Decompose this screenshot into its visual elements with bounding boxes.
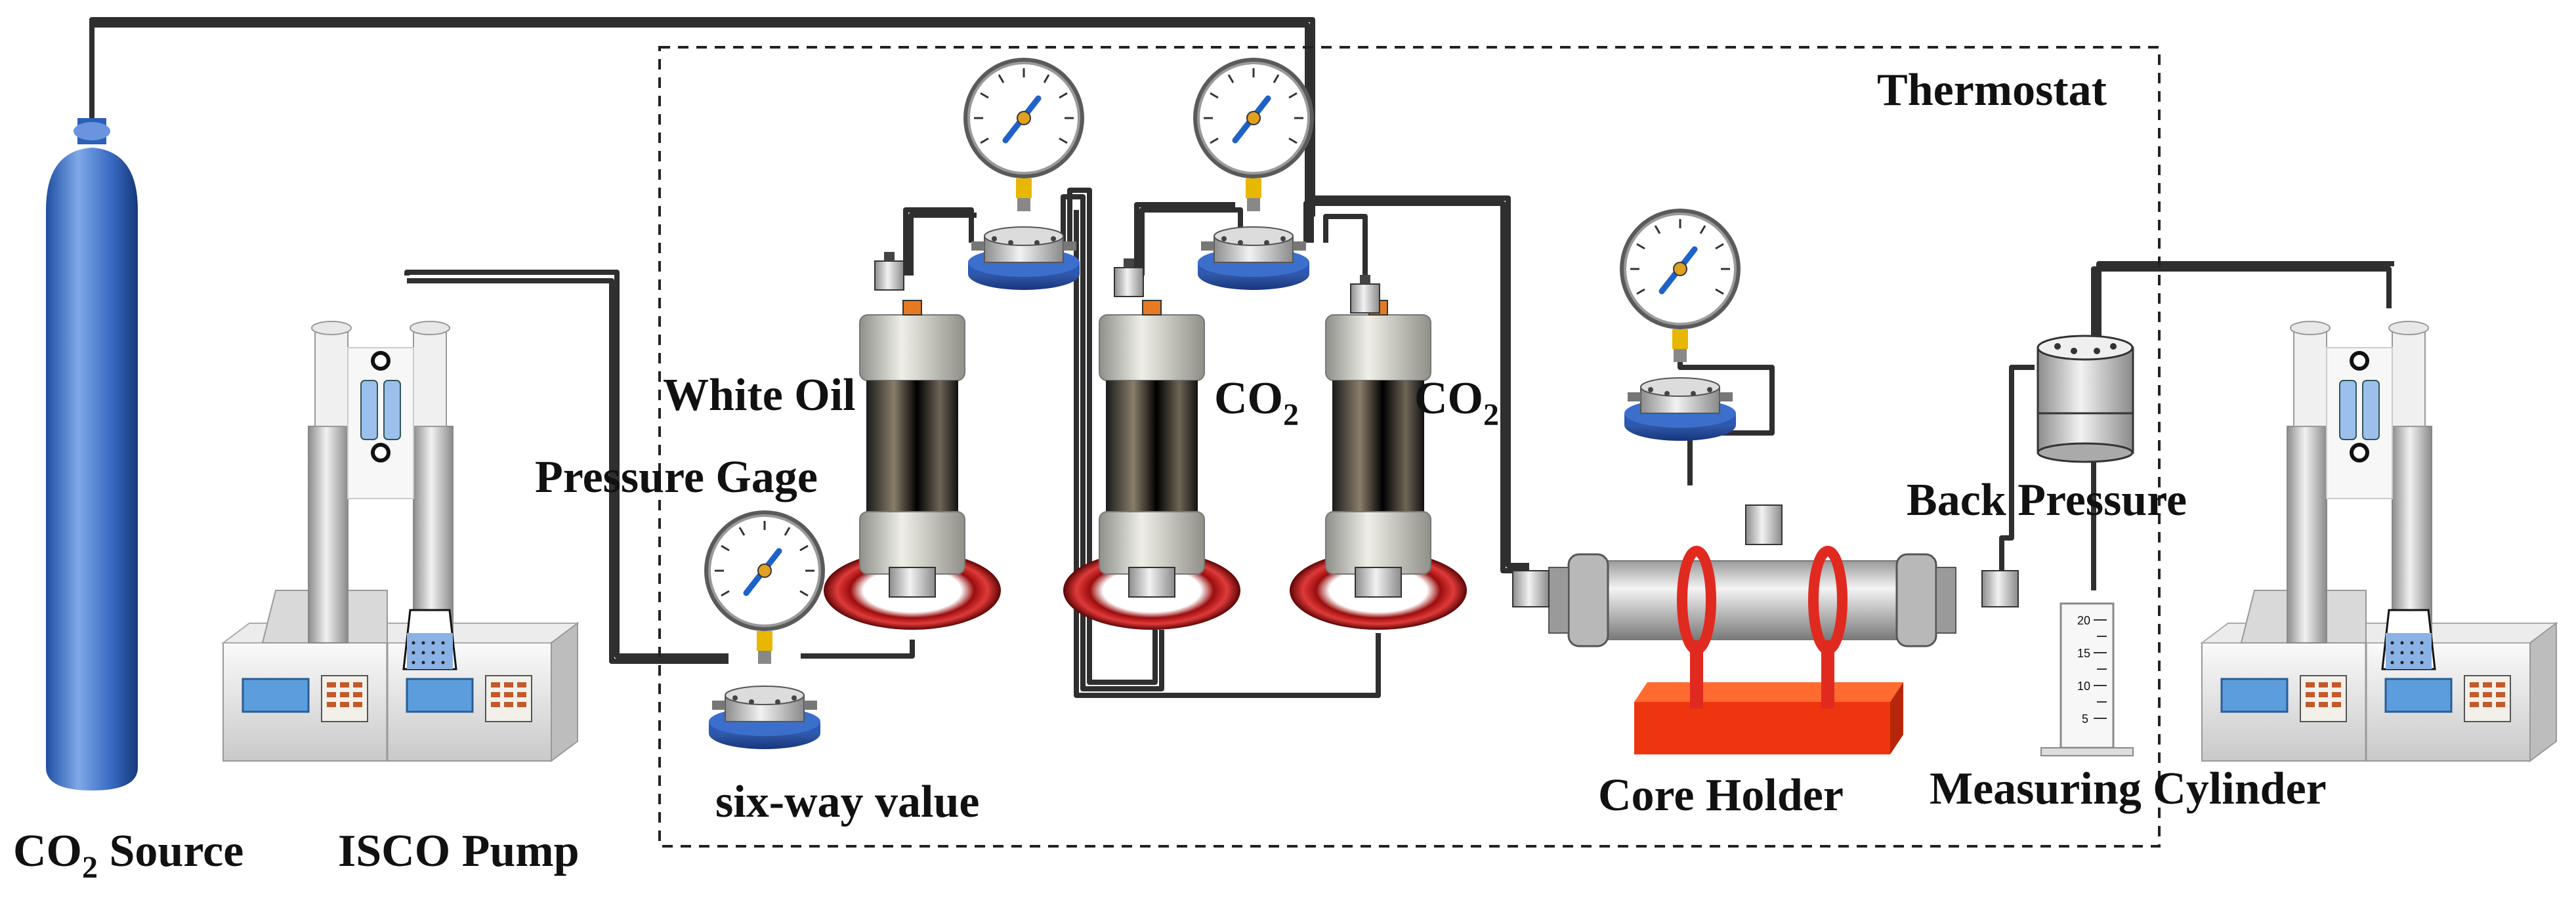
cylinder-tick-10: 10 xyxy=(2077,680,2090,693)
co2-label-a: CO2 xyxy=(1214,373,1299,432)
six-way-valve-bottom xyxy=(708,686,821,750)
co2-source-sub: 2 xyxy=(82,850,98,885)
back-pressure-regulator xyxy=(2037,335,2134,463)
pressure-gauge-top-left xyxy=(963,58,1084,211)
tubing xyxy=(89,17,2394,698)
measuring-cylinder: 20 15 10 5 xyxy=(2040,602,2134,756)
six-way-valve-top-left xyxy=(967,226,1080,291)
six-way-valve-top-right xyxy=(1197,226,1310,291)
core-holder-label: Core Holder xyxy=(1598,770,1844,821)
needle-valve-3 xyxy=(1350,274,1380,314)
core-holder xyxy=(1512,504,2019,754)
co2-label-b: CO2 xyxy=(1414,373,1499,432)
isco-pump-left xyxy=(223,321,578,761)
co2-a-sub: 2 xyxy=(1283,398,1299,432)
isco-pump-right xyxy=(2202,321,2556,761)
isco-pump-label: ISCO Pump xyxy=(338,826,580,876)
white-oil-label: White Oil xyxy=(663,370,856,420)
co2-source-label: CO2 Source xyxy=(13,826,243,885)
white-oil-cylinder xyxy=(823,300,1002,630)
back-pressure-label: Back Pressure xyxy=(1907,475,2187,525)
cylinder-tick-15: 15 xyxy=(2077,647,2090,660)
cylinder-tick-5: 5 xyxy=(2082,712,2088,726)
six-way-valve-core-holder xyxy=(1624,377,1737,441)
co2-b-sub: 2 xyxy=(1483,398,1499,432)
thermostat-label: Thermostat xyxy=(1877,65,2107,115)
pressure-gauge-bottom xyxy=(704,510,825,664)
co2-source-rest: Source xyxy=(98,826,243,876)
co2-a-main: CO xyxy=(1214,373,1283,424)
measuring-cylinder-label: Measuring Cylinder xyxy=(1930,764,2327,814)
pressure-gage-label: Pressure Gage xyxy=(535,452,818,502)
six-way-valve-label: six-way value xyxy=(715,777,980,827)
thermostat-box xyxy=(658,46,2161,848)
pressure-gauge-top-right xyxy=(1193,58,1314,211)
pressure-gauge-core-holder xyxy=(1620,209,1741,362)
needle-valve-1 xyxy=(874,251,904,291)
co2-cylinder-b xyxy=(1289,300,1467,630)
cylinder-tick-20: 20 xyxy=(2077,614,2090,627)
co2-b-main: CO xyxy=(1414,373,1483,424)
co2-source-bottle xyxy=(46,118,138,790)
co2-source-main: CO xyxy=(13,826,82,876)
